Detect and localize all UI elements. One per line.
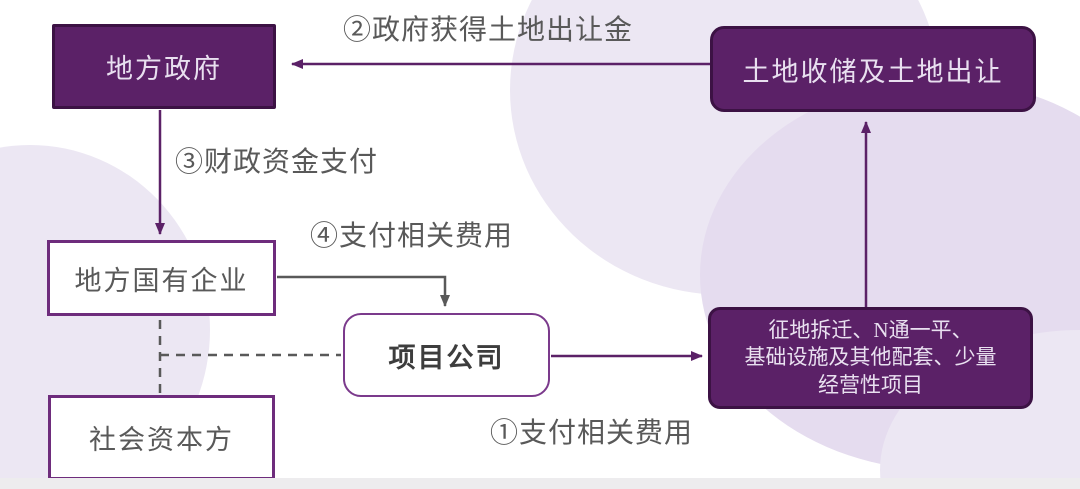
- node-local-government: 地方政府: [52, 24, 276, 109]
- node-construction-line2: 基础设施及其他配套、少量: [744, 345, 997, 370]
- node-project-company: 项目公司: [343, 313, 550, 397]
- node-project-company-label: 项目公司: [388, 342, 505, 373]
- edge-label-step2: ②政府获得土地出让金: [343, 15, 634, 46]
- arrow-pay-fees-to-project: [277, 275, 450, 307]
- node-social-capital-label: 社会资本方: [89, 425, 234, 455]
- edge-label-step3: ③财政资金支付: [175, 147, 379, 178]
- edge-label-step4: ④支付相关费用: [310, 221, 514, 252]
- node-construction-line1: 征地拆迁、N通一平、: [768, 318, 973, 343]
- node-local-government-label: 地方政府: [106, 54, 222, 84]
- node-land-reserve: 土地收储及土地出让: [710, 26, 1036, 112]
- node-local-soe: 地方国有企业: [47, 240, 276, 316]
- node-construction-line3: 经营性项目: [818, 372, 923, 397]
- node-construction: 征地拆迁、N通一平、 基础设施及其他配套、少量 经营性项目: [708, 307, 1033, 409]
- footer-strip: [0, 478, 1080, 489]
- node-local-soe-label: 地方国有企业: [74, 265, 249, 296]
- node-social-capital: 社会资本方: [48, 395, 275, 480]
- edge-label-step1: ①支付相关费用: [490, 418, 694, 449]
- node-land-reserve-label: 土地收储及土地出让: [742, 56, 1004, 87]
